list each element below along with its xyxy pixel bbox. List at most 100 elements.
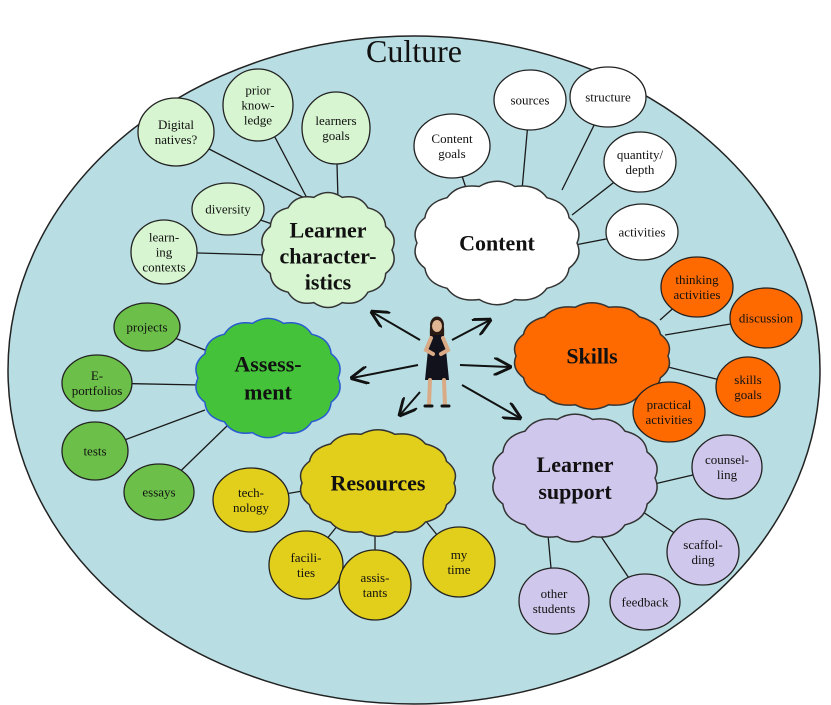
satellite-skills-3-bubble: [632, 381, 706, 443]
satellite-content-4-bubble: [605, 203, 679, 261]
satellite-skills-1-label: discussion: [739, 311, 794, 326]
hub-content: Content: [414, 180, 580, 306]
satellite-resources-2-label: tants: [363, 585, 388, 600]
satellite-resources-3-label: time: [447, 562, 470, 577]
satellite-learner-3-label: diversity: [205, 202, 251, 217]
satellite-assessment-1: E-portfolios: [61, 354, 133, 412]
arrow-to-learner: [372, 312, 421, 341]
culture-title: Culture: [366, 33, 462, 69]
satellite-resources-2-label: assis-: [361, 570, 390, 585]
satellite-assessment-1-label: portfolios: [72, 383, 123, 398]
hub-assessment-cloud: [195, 317, 341, 439]
hub-resources: Resources: [299, 429, 457, 537]
arrow-to-resources: [400, 391, 421, 415]
satellite-learner-1-bubble: [222, 68, 294, 142]
hubs: Learnercharacter-isticsContentSkillsAsse…: [195, 180, 671, 543]
satellite-resources-0-label: tech-: [238, 485, 264, 500]
satellite-resources-0-bubble: [212, 467, 290, 533]
satellite-resources-2-bubble: [338, 549, 412, 621]
satellite-skills-0-label: thinking: [675, 272, 719, 287]
satellite-content-0-label: goals: [438, 146, 465, 161]
satellite-content-2: structure: [569, 66, 647, 128]
satellite-content-0-bubble: [413, 113, 491, 179]
satellite-resources-0-label: nology: [233, 500, 270, 515]
satellite-assessment-0-bubble: [113, 302, 181, 352]
hub-support-label: Learner: [537, 452, 614, 477]
satellite-content-1-bubble: [493, 69, 567, 131]
satellite-content-2-bubble: [569, 66, 647, 128]
satellite-learner-2-label: goals: [322, 128, 349, 143]
hub-skills-cloud: [513, 302, 671, 410]
satellite-support-0-bubble: [691, 434, 763, 500]
satellite-content-3: quantity/depth: [603, 131, 677, 193]
satellite-support-2-bubble: [609, 573, 681, 631]
hub-support-cloud: [492, 413, 658, 543]
culture-ellipse: [7, 35, 821, 705]
satellite-learner-3: diversity: [191, 182, 265, 236]
satellite-resources-1-bubble: [268, 530, 344, 600]
satellite-resources-3-bubble: [422, 526, 496, 598]
hub-resources-cloud: [299, 429, 457, 537]
satellite-resources-2: assis-tants: [338, 549, 412, 621]
arrow-to-skills: [459, 365, 510, 367]
satellite-skills-1-bubble: [729, 287, 803, 349]
satellite-resources-1-label: ties: [297, 565, 315, 580]
satellite-content-4: activities: [605, 203, 679, 261]
satellite-skills-0-label: activities: [674, 287, 721, 302]
satellite-skills-3-label: activities: [646, 412, 693, 427]
satellite-assessment-2-bubble: [61, 421, 129, 481]
satellite-learner-2-label: learners: [315, 113, 356, 128]
person-figure-icon: [423, 316, 451, 408]
hub-content-cloud: [414, 180, 580, 306]
satellite-content-0-label: Content: [431, 131, 473, 146]
hub-assessment-label: ment: [244, 380, 292, 405]
satellite-skills-0-bubble: [660, 256, 734, 318]
satellite-content-3-label: depth: [626, 162, 655, 177]
satellite-skills-2-label: goals: [734, 387, 761, 402]
satellite-assessment-1-bubble: [61, 354, 133, 412]
satellite-support-0-label: counsel-: [705, 452, 749, 467]
satellite-assessment-2: tests: [61, 421, 129, 481]
satellite-learner-0-bubble: [137, 97, 215, 167]
hub-learner-label: istics: [305, 270, 352, 295]
satellite-learner-1-label: ledge: [244, 113, 272, 128]
satellite-support-1: scaffol-ding: [666, 518, 740, 586]
satellite-skills-1: discussion: [729, 287, 803, 349]
satellite-support-3-label: other: [541, 586, 568, 601]
satellite-support-0-label: ling: [717, 467, 738, 482]
satellite-support-3-label: students: [533, 601, 576, 616]
satellite-assessment-0-label: projects: [126, 320, 167, 335]
satellite-content-4-label: activities: [619, 225, 666, 240]
satellite-assessment-1-label: E-: [91, 368, 103, 383]
satellite-assessment-3-label: essays: [142, 485, 175, 500]
satellite-content-1: sources: [493, 69, 567, 131]
arrow-to-assessment: [352, 364, 419, 378]
satellite-skills-2-bubble: [715, 356, 781, 418]
hub-resources-label: Resources: [331, 471, 426, 496]
hub-learner-cloud: [261, 191, 395, 309]
satellite-learner-4-label: ing: [156, 245, 173, 260]
satellite-learner-2-bubble: [301, 91, 371, 165]
satellite-content-2-label: structure: [585, 90, 631, 105]
satellite-support-2-label: feedback: [622, 595, 669, 610]
satellite-assessment-3-bubble: [123, 463, 195, 521]
satellite-assessment-3: essays: [123, 463, 195, 521]
satellite-support-2: feedback: [609, 573, 681, 631]
satellite-assessment-0: projects: [113, 302, 181, 352]
satellite-assessment-2-label: tests: [83, 444, 106, 459]
satellite-learner-1-label: know-: [241, 98, 274, 113]
arrow-to-support: [461, 384, 520, 418]
satellite-content-1-label: sources: [511, 93, 550, 108]
satellite-resources-3-label: my: [451, 547, 468, 562]
